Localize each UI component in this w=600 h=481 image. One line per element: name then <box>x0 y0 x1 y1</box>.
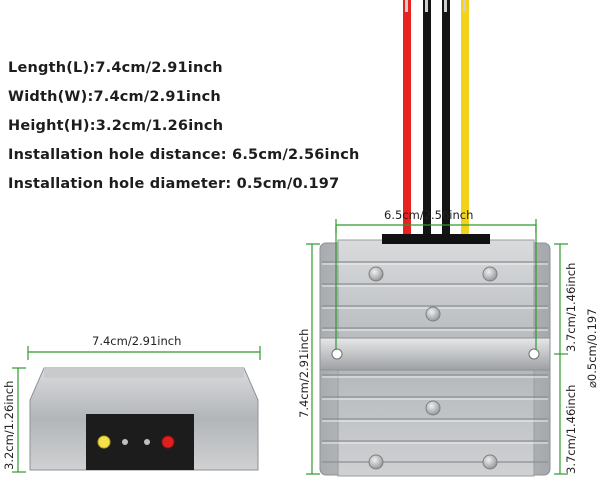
front-height-label: 3.2cm/1.26inch <box>2 380 16 470</box>
hole-diameter-label: ⌀0.5cm/0.197 <box>585 308 599 388</box>
bolt-bottom-right <box>482 454 498 470</box>
led-yellow <box>97 435 111 449</box>
bolt-mid-lower <box>425 400 441 416</box>
led-red <box>161 435 175 449</box>
mounting-hole-right <box>528 348 540 360</box>
wire-black-1 <box>423 0 431 238</box>
wire-yellow <box>461 0 469 238</box>
mounting-hole-left <box>331 348 343 360</box>
top-hole-distance-label: 6.5cm/2.56inch <box>384 208 474 222</box>
right-lower-label: 3.7cm/1.46inch <box>564 384 578 474</box>
top-view-housing <box>319 234 551 477</box>
spec-length: Length(L):7.4cm/2.91inch <box>8 60 223 76</box>
bolt-mid-upper <box>425 306 441 322</box>
bolt-bottom-left <box>368 454 384 470</box>
dimension-lines <box>12 219 568 475</box>
spec-hole-distance: Installation hole distance: 6.5cm/2.56in… <box>8 147 360 163</box>
output-wires <box>403 0 469 238</box>
bolt-top-right <box>482 266 498 282</box>
top-width-label: 7.4cm/2.91inch <box>297 328 311 418</box>
wire-black-2 <box>442 0 450 238</box>
spec-hole-diameter: Installation hole diameter: 0.5cm/0.197 <box>8 176 340 192</box>
spec-height: Height(H):3.2cm/1.26inch <box>8 118 224 134</box>
front-view-housing <box>29 367 259 471</box>
bolt-top-left <box>368 266 384 282</box>
right-upper-label: 3.7cm/1.46inch <box>564 262 578 352</box>
wire-red <box>403 0 411 238</box>
front-width-label: 7.4cm/2.91inch <box>92 334 182 348</box>
spec-width: Width(W):7.4cm/2.91inch <box>8 89 221 105</box>
